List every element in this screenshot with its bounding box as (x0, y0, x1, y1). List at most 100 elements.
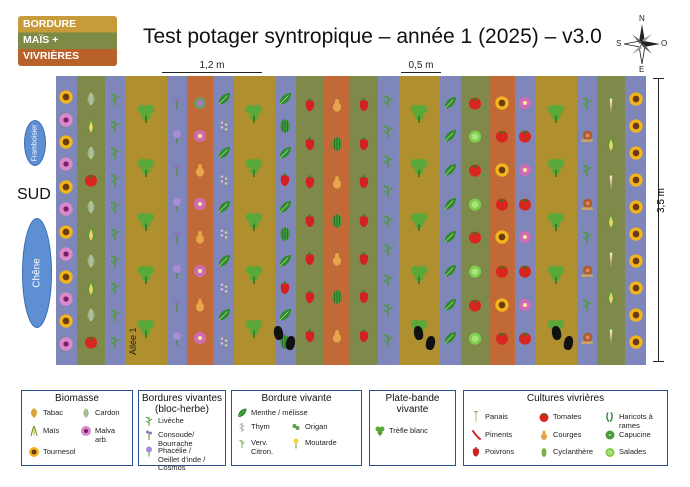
melon-icon (277, 226, 293, 242)
melon-icon (277, 118, 293, 134)
clover-icon (408, 102, 430, 124)
sunflower-icon (628, 172, 644, 188)
pepper-icon (356, 328, 372, 344)
leaf-icon (442, 196, 458, 212)
squash-icon (192, 229, 208, 245)
length-dimension: 3,5 m (652, 78, 670, 362)
bed-strip-blue (213, 76, 234, 365)
bed-strip-mustard (233, 76, 276, 365)
tomato-icon (517, 330, 533, 346)
clover-icon (545, 263, 567, 285)
phacelia-icon (169, 330, 185, 346)
sunflower-icon (28, 446, 40, 458)
sunflower-icon (628, 307, 644, 323)
bed-strip-blue (166, 76, 188, 365)
legend-item-label: Thym (251, 422, 270, 431)
corn-icon (83, 226, 99, 242)
lettuce-icon (467, 128, 483, 144)
compass-rose: N E S O (616, 14, 667, 74)
leaf-icon (442, 263, 458, 279)
sunflower-icon (58, 134, 74, 150)
sunflower-icon (494, 95, 510, 111)
parsnip-icon (470, 411, 482, 423)
bed-strip-orange (187, 76, 214, 365)
squash-icon (329, 328, 345, 344)
legend-item-label: Moutarde (305, 438, 337, 447)
sunflower-icon (494, 162, 510, 178)
phacelia-icon (169, 128, 185, 144)
sunflower-icon (628, 199, 644, 215)
bed-strip-blue (514, 76, 536, 365)
artichoke-icon (192, 95, 208, 111)
herb-icon (107, 280, 123, 296)
beans-icon (604, 411, 616, 423)
tomato-icon (494, 263, 510, 279)
legend-item-label: Menthe / mélisse (251, 408, 308, 417)
clover-icon (243, 210, 265, 232)
herb-icon (380, 332, 396, 348)
tomato-icon (83, 334, 99, 350)
thyme-icon (216, 334, 232, 350)
legend-plate-bande: Plate-bande vivante Trèfle blanc (369, 390, 456, 466)
tomato-icon (467, 162, 483, 178)
herb-icon (380, 272, 396, 288)
bed-strip-orange (488, 76, 515, 365)
cardoon-icon (83, 253, 99, 269)
corn-icon (603, 213, 619, 229)
clover-icon (243, 263, 265, 285)
pepper-icon (356, 97, 372, 113)
bed-strip-olive (295, 76, 324, 365)
legend-item-label: Salades (619, 447, 647, 456)
corn-icon (83, 118, 99, 134)
herb-icon (380, 93, 396, 109)
pepper-icon (302, 213, 318, 229)
clover-icon (243, 102, 265, 124)
clover-icon (545, 156, 567, 178)
bed-strip-olive (460, 76, 489, 365)
thyme-icon (216, 172, 232, 188)
bed-strip-blue (378, 76, 399, 365)
tomato-icon (494, 128, 510, 144)
flower-icon (517, 297, 533, 313)
pepper-icon (470, 446, 482, 458)
legend-item-label: Tomates (553, 412, 582, 421)
phacelia-icon (169, 196, 185, 212)
sunflower-icon (628, 91, 644, 107)
squash-icon (329, 251, 345, 267)
clover-icon (135, 156, 157, 178)
herb-icon (380, 302, 396, 318)
border-badge: BORDURE MAÏS + VIVRIÈRES TOURNESOLS (18, 16, 117, 78)
tomato-icon (494, 196, 510, 212)
legend-cultures-title: Cultures vivrières (526, 393, 605, 404)
squash-icon (329, 174, 345, 190)
comfrey-icon (169, 162, 185, 178)
legend-item-label: Haricots à rames (619, 412, 653, 430)
leaf-icon (216, 199, 232, 215)
verveine-icon (236, 437, 248, 449)
tomato-icon (494, 330, 510, 346)
parsnip-icon (603, 327, 619, 344)
page-title: Test potager syntropique – année 1 (2025… (143, 25, 602, 48)
legend-bordure-title: Bordure vivante (261, 393, 332, 404)
legend-item-label: Poivrons (485, 447, 515, 456)
leaf-icon (442, 162, 458, 178)
melon-icon (329, 213, 345, 229)
flower-icon (517, 162, 533, 178)
chene-marker: Chêne (22, 218, 52, 328)
pepper-icon (356, 213, 372, 229)
clover-icon (135, 263, 157, 285)
corn-icon (28, 425, 40, 437)
pepper-icon (356, 136, 372, 152)
bed-strip-blue (625, 76, 646, 365)
legend-item-label: Origan (305, 422, 328, 431)
pepper-icon (302, 289, 318, 305)
herb-icon (107, 145, 123, 161)
herb-icon (107, 334, 123, 350)
bed-strip-mustard (535, 76, 577, 365)
bed-strip-blue (439, 76, 461, 365)
cardoon-icon (83, 91, 99, 107)
tomato-icon (538, 411, 550, 423)
south-label: SUD (17, 186, 51, 203)
